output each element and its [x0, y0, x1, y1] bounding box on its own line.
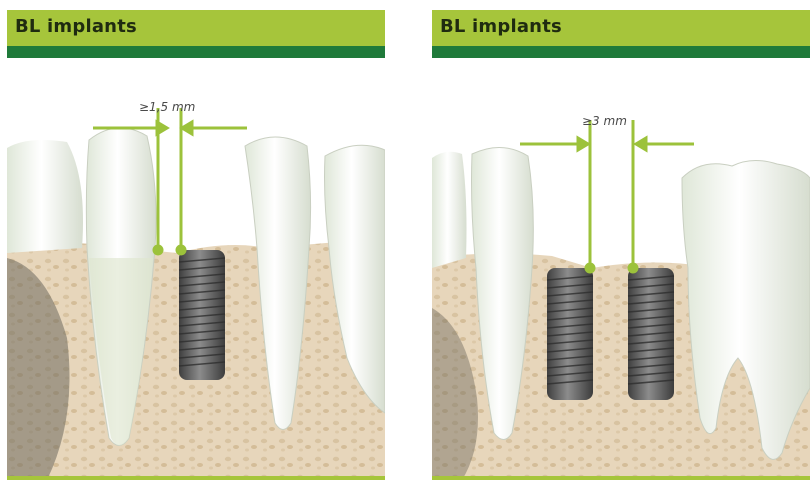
measurement-arrows	[520, 120, 694, 272]
panel-title: BL implants	[440, 16, 562, 37]
tooth	[432, 152, 467, 268]
tooth	[7, 140, 83, 253]
left-panel: BL implants	[7, 10, 385, 480]
dental-illustration: ≥3 mm	[432, 58, 810, 480]
dental-illustration: ≥1,5 mm	[7, 58, 385, 480]
illustration-svg	[7, 58, 385, 480]
implant	[547, 268, 593, 400]
measurement-label: ≥3 mm	[582, 114, 627, 128]
implant	[179, 250, 225, 380]
measurement-label: ≥1,5 mm	[139, 100, 195, 114]
panel-title: BL implants	[15, 16, 137, 37]
header-stripe	[7, 46, 385, 58]
implant	[628, 268, 674, 400]
panel-header: BL implants	[7, 10, 385, 46]
right-panel: BL implants	[432, 10, 810, 480]
panel-bottom-bar	[7, 476, 385, 480]
panel-header: BL implants	[432, 10, 810, 46]
header-stripe	[432, 46, 810, 58]
panel-bottom-bar	[432, 476, 810, 480]
